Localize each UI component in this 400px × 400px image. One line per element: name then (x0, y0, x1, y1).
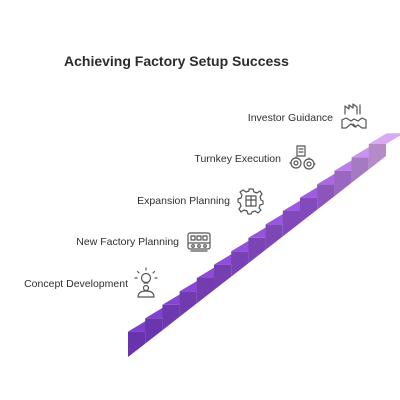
gears-building-icon (289, 145, 316, 170)
stair-step-front (351, 157, 369, 183)
stair-step-front (214, 264, 232, 290)
stair-step-front (265, 224, 283, 250)
stair-step-front (334, 170, 352, 197)
lightbulb-person-icon (134, 267, 158, 298)
stair-step-front (368, 144, 386, 170)
stage-label-expansion-planning: Expansion Planning (137, 195, 230, 207)
stair-step-front (282, 211, 300, 237)
stair-step-front (300, 197, 318, 223)
factory-conveyor-icon (187, 232, 211, 252)
stair-step-front (231, 251, 249, 277)
stair-step-front (179, 291, 197, 317)
stair-step-front (128, 331, 146, 357)
stage-label-concept-development: Concept Development (24, 278, 128, 290)
stair-step-front (196, 278, 214, 304)
stair-step-front (248, 237, 266, 264)
handshake-factory-icon (341, 103, 367, 129)
stair-step-front (145, 318, 163, 344)
stair-step-front (317, 184, 335, 210)
diagram-title: Achieving Factory Setup Success (64, 53, 289, 69)
stage-label-new-factory-planning: New Factory Planning (76, 236, 179, 248)
stage-label-turnkey-execution: Turnkey Execution (194, 153, 281, 165)
gear-building-icon (237, 188, 264, 215)
stair-step-front (162, 304, 180, 331)
stage-label-investor-guidance: Investor Guidance (247, 112, 333, 124)
stair-step-tread (368, 133, 400, 144)
staircase (128, 133, 400, 357)
